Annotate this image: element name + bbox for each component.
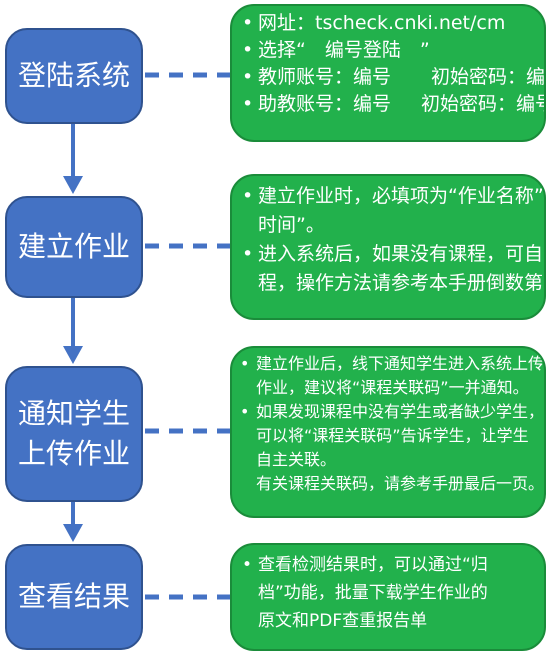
- note-notify-line-1: 建立作业后，线下通知学生进入系统上传: [240, 352, 544, 376]
- note-login-line-2: 选择“ 编号登陆 ”: [242, 37, 536, 64]
- step-create-assignment-label: 建立作业: [17, 230, 130, 263]
- step-login: 登陆系统: [5, 28, 143, 124]
- step-view-results: 查看结果: [5, 544, 143, 650]
- flow-arrow-3-4: [63, 502, 83, 542]
- step-login-label: 登陆系统: [17, 59, 130, 92]
- note-notify-line-6: 有关课程关联码，请参考手册最后一页。: [256, 474, 545, 493]
- note-login-line-1: 网址：tscheck.cnki.net/cm: [242, 10, 536, 37]
- note-notify-students: 建立作业后，线下通知学生进入系统上传 作业，建议将“课程关联码”一并通知。 如果…: [230, 346, 546, 518]
- flow-arrow-2-3: [63, 298, 83, 364]
- step-notify-students: 通知学生 上传作业: [5, 366, 143, 502]
- note-create-line-1: 建立作业时，必填项为“作业名称”、“作业: [242, 182, 544, 211]
- note-create-line-3: 进入系统后，如果没有课程，可自主认领课: [242, 240, 544, 269]
- note-create-line-4: 程，操作方法请参考本手册倒数第二页。: [258, 272, 544, 294]
- note-notify-line-2: 作业，建议将“课程关联码”一并通知。: [256, 378, 529, 397]
- flow-arrow-1-2: [63, 124, 83, 194]
- note-results-line-3: 原文和PDF查重报告单: [258, 611, 428, 631]
- note-create-line-2: 时间”。: [258, 214, 325, 236]
- step-view-results-label: 查看结果: [17, 580, 130, 613]
- step-notify-students-label-line1: 通知学生: [17, 397, 130, 430]
- note-login: 网址：tscheck.cnki.net/cm 选择“ 编号登陆 ” 教师账号：编…: [230, 4, 546, 142]
- note-create-assignment: 建立作业时，必填项为“作业名称”、“作业 时间”。 进入系统后，如果没有课程，可…: [230, 174, 546, 320]
- step-notify-students-label-line2: 上传作业: [17, 437, 130, 470]
- note-notify-line-3: 如果发现课程中没有学生或者缺少学生，: [240, 400, 544, 424]
- note-notify-line-5: 自主关联。: [256, 450, 337, 469]
- note-results-line-2: 档”功能，批量下载学生作业的: [258, 583, 488, 603]
- note-view-results: 查看检测结果时，可以通过“归 档”功能，批量下载学生作业的 原文和PDF查重报告…: [230, 543, 546, 651]
- step-create-assignment: 建立作业: [5, 196, 143, 298]
- note-results-line-1: 查看检测结果时，可以通过“归: [242, 551, 536, 579]
- note-notify-line-4: 可以将“课程关联码”告诉学生，让学生: [256, 426, 529, 445]
